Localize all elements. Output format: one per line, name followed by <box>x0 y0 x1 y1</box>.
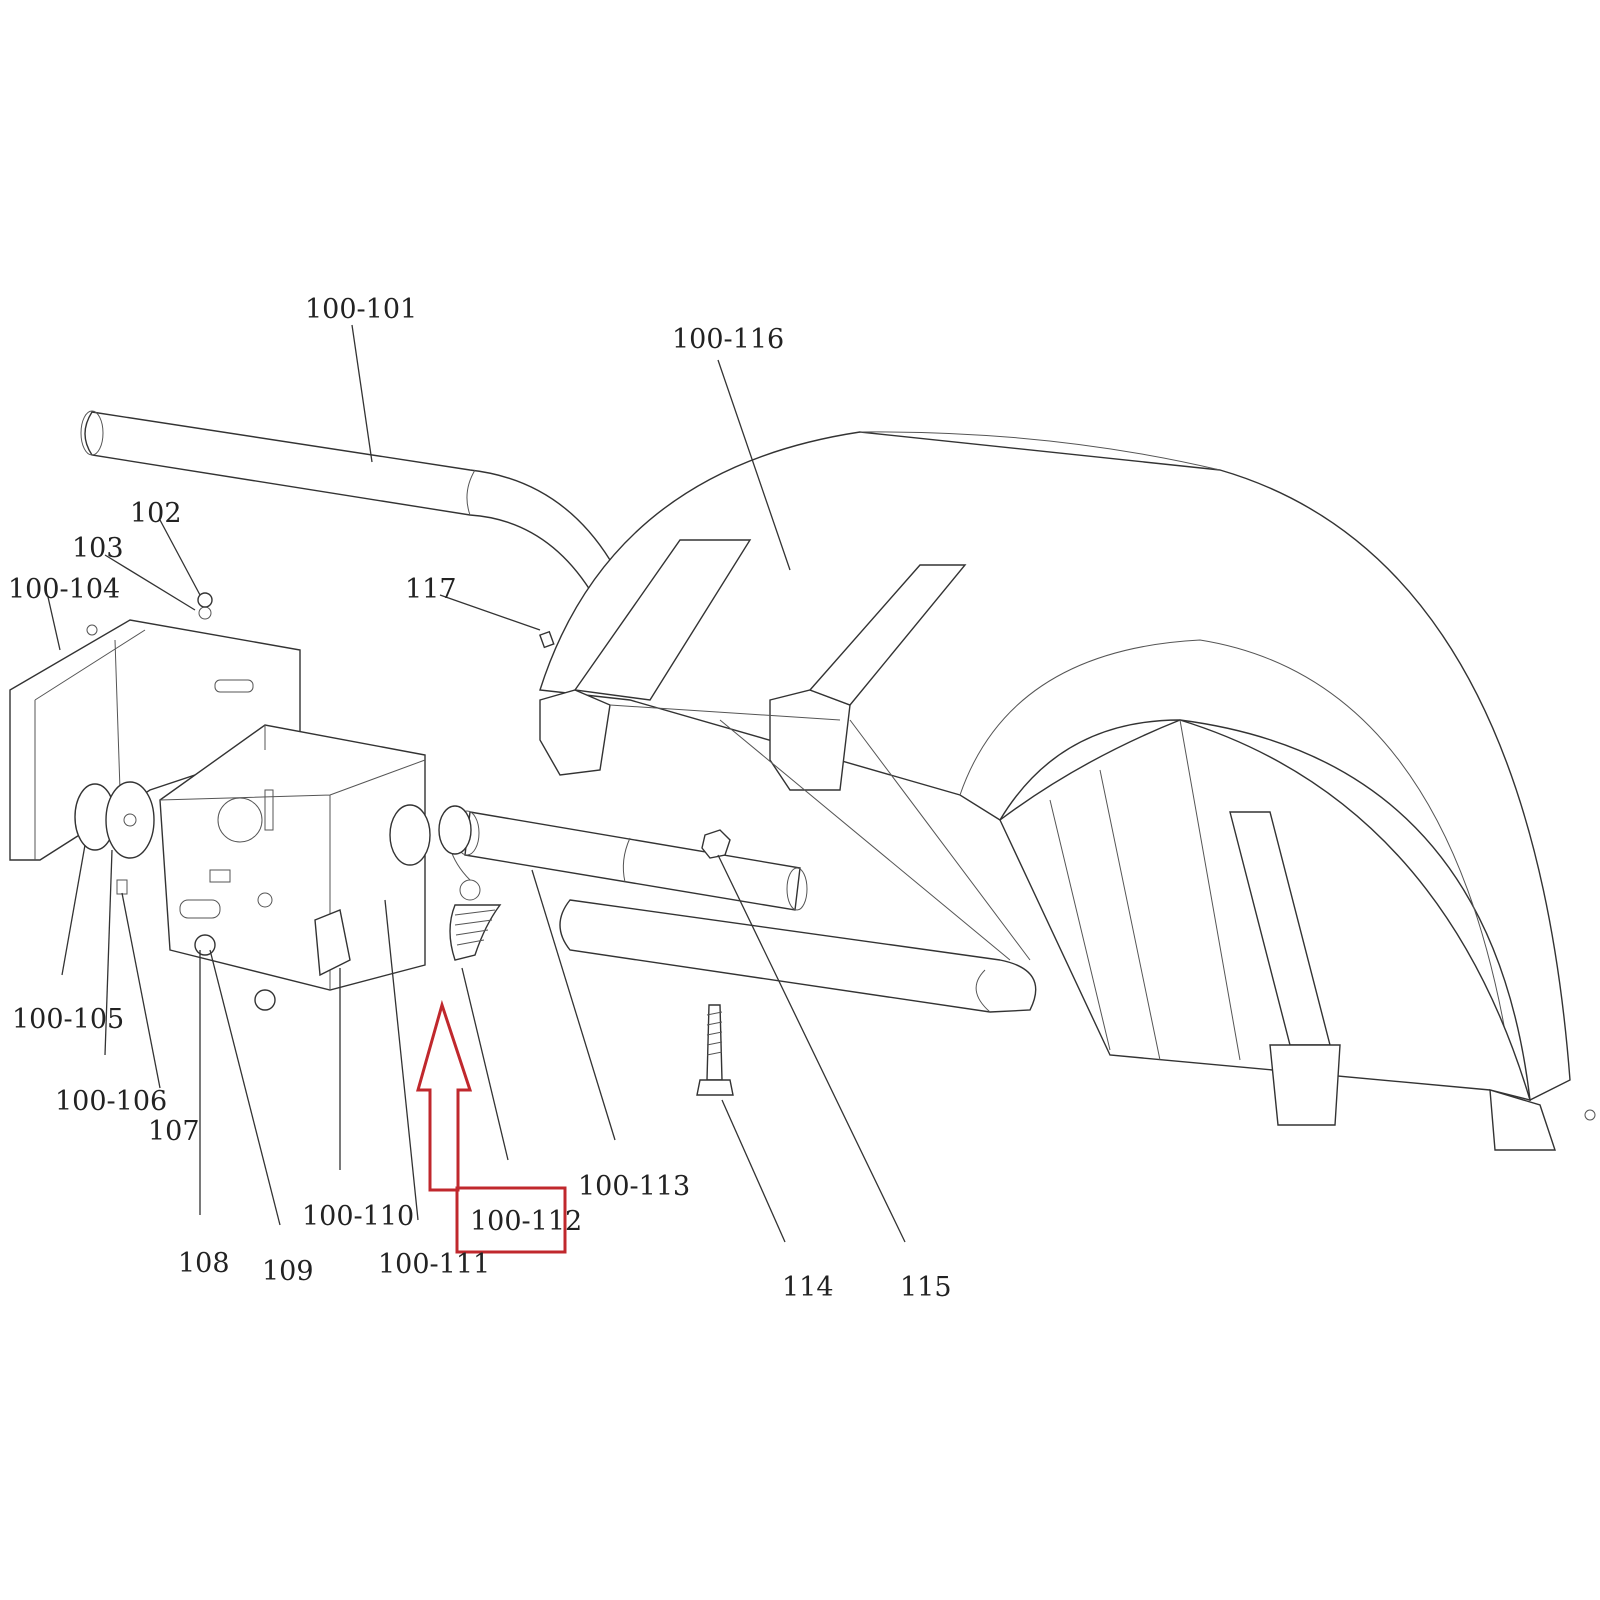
part-100-113-shaft <box>438 805 1037 1013</box>
hardware <box>197 592 734 1096</box>
label-102: 102 <box>130 498 182 529</box>
highlight-annotation <box>416 999 567 1254</box>
label-107: 107 <box>148 1116 200 1147</box>
highlight-box <box>455 1186 567 1254</box>
label-108: 108 <box>178 1248 230 1279</box>
label-100-101: 100-101 <box>305 294 417 325</box>
part-100-101-handle <box>80 410 611 592</box>
part-100-105-100-106-pulleys <box>74 781 155 895</box>
label-100-110: 100-110 <box>302 1201 414 1232</box>
part-100-116-guard <box>539 431 1596 1151</box>
label-100-111: 100-111 <box>378 1249 490 1280</box>
label-100-105: 100-105 <box>12 1004 124 1035</box>
label-100-106: 100-106 <box>55 1086 167 1117</box>
label-103: 103 <box>72 533 124 564</box>
label-100-113: 100-113 <box>578 1171 690 1202</box>
label-100-116: 100-116 <box>672 324 784 355</box>
part-100-111-gearbox <box>159 724 431 1011</box>
label-114: 114 <box>782 1272 834 1303</box>
part-labels: 100-101 100-116 102 103 100-104 117 100-… <box>8 294 952 1303</box>
highlight-arrow <box>416 999 473 1192</box>
label-100-112: 100-112 <box>470 1206 582 1237</box>
label-117: 117 <box>405 574 457 605</box>
label-100-104: 100-104 <box>8 574 120 605</box>
label-115: 115 <box>900 1272 952 1303</box>
leader-lines <box>47 324 906 1243</box>
label-109: 109 <box>262 1256 314 1287</box>
